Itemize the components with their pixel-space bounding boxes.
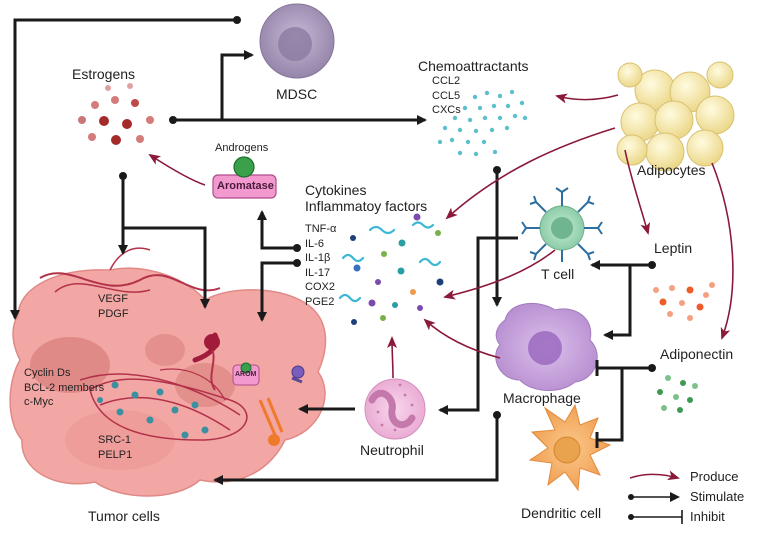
growth-factor-item: PDGF	[98, 307, 129, 320]
arom-label: AROM	[235, 371, 257, 378]
gene-list: Cyclin Ds BCL-2 members c-Myc	[24, 366, 104, 410]
leptin-molecules	[653, 282, 715, 321]
dendritic-cell-label: Dendritic cell	[521, 505, 602, 521]
produce-arrows	[148, 93, 734, 379]
chemoattractant-molecules	[437, 89, 528, 157]
legend-inhibit: Inhibit	[690, 509, 725, 524]
chemoattractant-item: CCL5	[432, 89, 461, 102]
dendritic-cell	[528, 403, 612, 492]
chemoattractant-list: CCL2 CCL5 CXCs	[432, 74, 461, 118]
chemoattractant-item: CCL2	[432, 75, 461, 87]
gene-item: Cyclin Ds	[24, 367, 71, 379]
coactivator-item: PELP1	[98, 448, 133, 461]
cytokine-item: COX2	[305, 281, 335, 293]
cytokines-title: Cytokines	[305, 182, 367, 198]
aromatase-enzyme	[212, 156, 277, 199]
legend-graphics	[628, 470, 683, 524]
cytokine-item: IL-1β	[305, 252, 331, 264]
cytokine-item: PGE2	[305, 295, 335, 308]
t-cell-label: T cell	[541, 266, 575, 282]
chemoattractants-label: Chemoattractants	[418, 58, 529, 74]
growth-factor-list: VEGF PDGF	[98, 292, 129, 321]
leptin-label: Leptin	[654, 240, 693, 256]
coactivator-list: SRC-1 PELP1	[98, 433, 132, 462]
chemoattractant-item: CXCs	[432, 104, 461, 116]
coactivator-item: SRC-1	[98, 434, 132, 446]
growth-factor-item: VEGF	[98, 293, 128, 305]
mdsc-label: MDSC	[276, 86, 318, 102]
tumor-cells-label: Tumor cells	[88, 508, 160, 524]
neutrophil-label: Neutrophil	[360, 442, 424, 458]
inflammatory-factors-title: Inflammatoy factors	[305, 198, 428, 214]
mdsc-cell	[259, 3, 335, 79]
adiponectin-label: Adiponectin	[660, 346, 734, 362]
aromatase-label: Aromatase	[217, 180, 274, 192]
macrophage-cell	[495, 302, 598, 391]
cytokine-item: IL-6	[305, 237, 324, 250]
cytokine-list: TNF-α IL-6 IL-1β IL-17 COX2 PGE2	[305, 222, 336, 309]
androgens-label: Androgens	[215, 142, 269, 154]
t-cell	[521, 187, 603, 262]
legend-produce: Produce	[690, 469, 739, 484]
adipocyte-cluster	[616, 61, 735, 172]
gene-item: c-Myc	[24, 396, 54, 408]
cytokine-item: TNF-α	[305, 223, 337, 235]
neutrophil-cell	[364, 378, 426, 440]
adiponectin-molecules	[657, 375, 698, 413]
tumor-cell-cluster	[9, 247, 327, 497]
estrogen-molecules	[78, 83, 154, 145]
gene-item: BCL-2 members	[24, 381, 105, 394]
inhibit-lines	[595, 360, 656, 448]
legend-stimulate: Stimulate	[690, 489, 745, 504]
cytokine-item: IL-17	[305, 266, 331, 279]
macrophage-label: Macrophage	[503, 390, 581, 406]
adipocytes-label: Adipocytes	[637, 162, 706, 178]
stimulate-arrows	[10, 16, 656, 485]
estrogens-label: Estrogens	[72, 66, 136, 82]
cytokine-molecules	[338, 213, 444, 325]
